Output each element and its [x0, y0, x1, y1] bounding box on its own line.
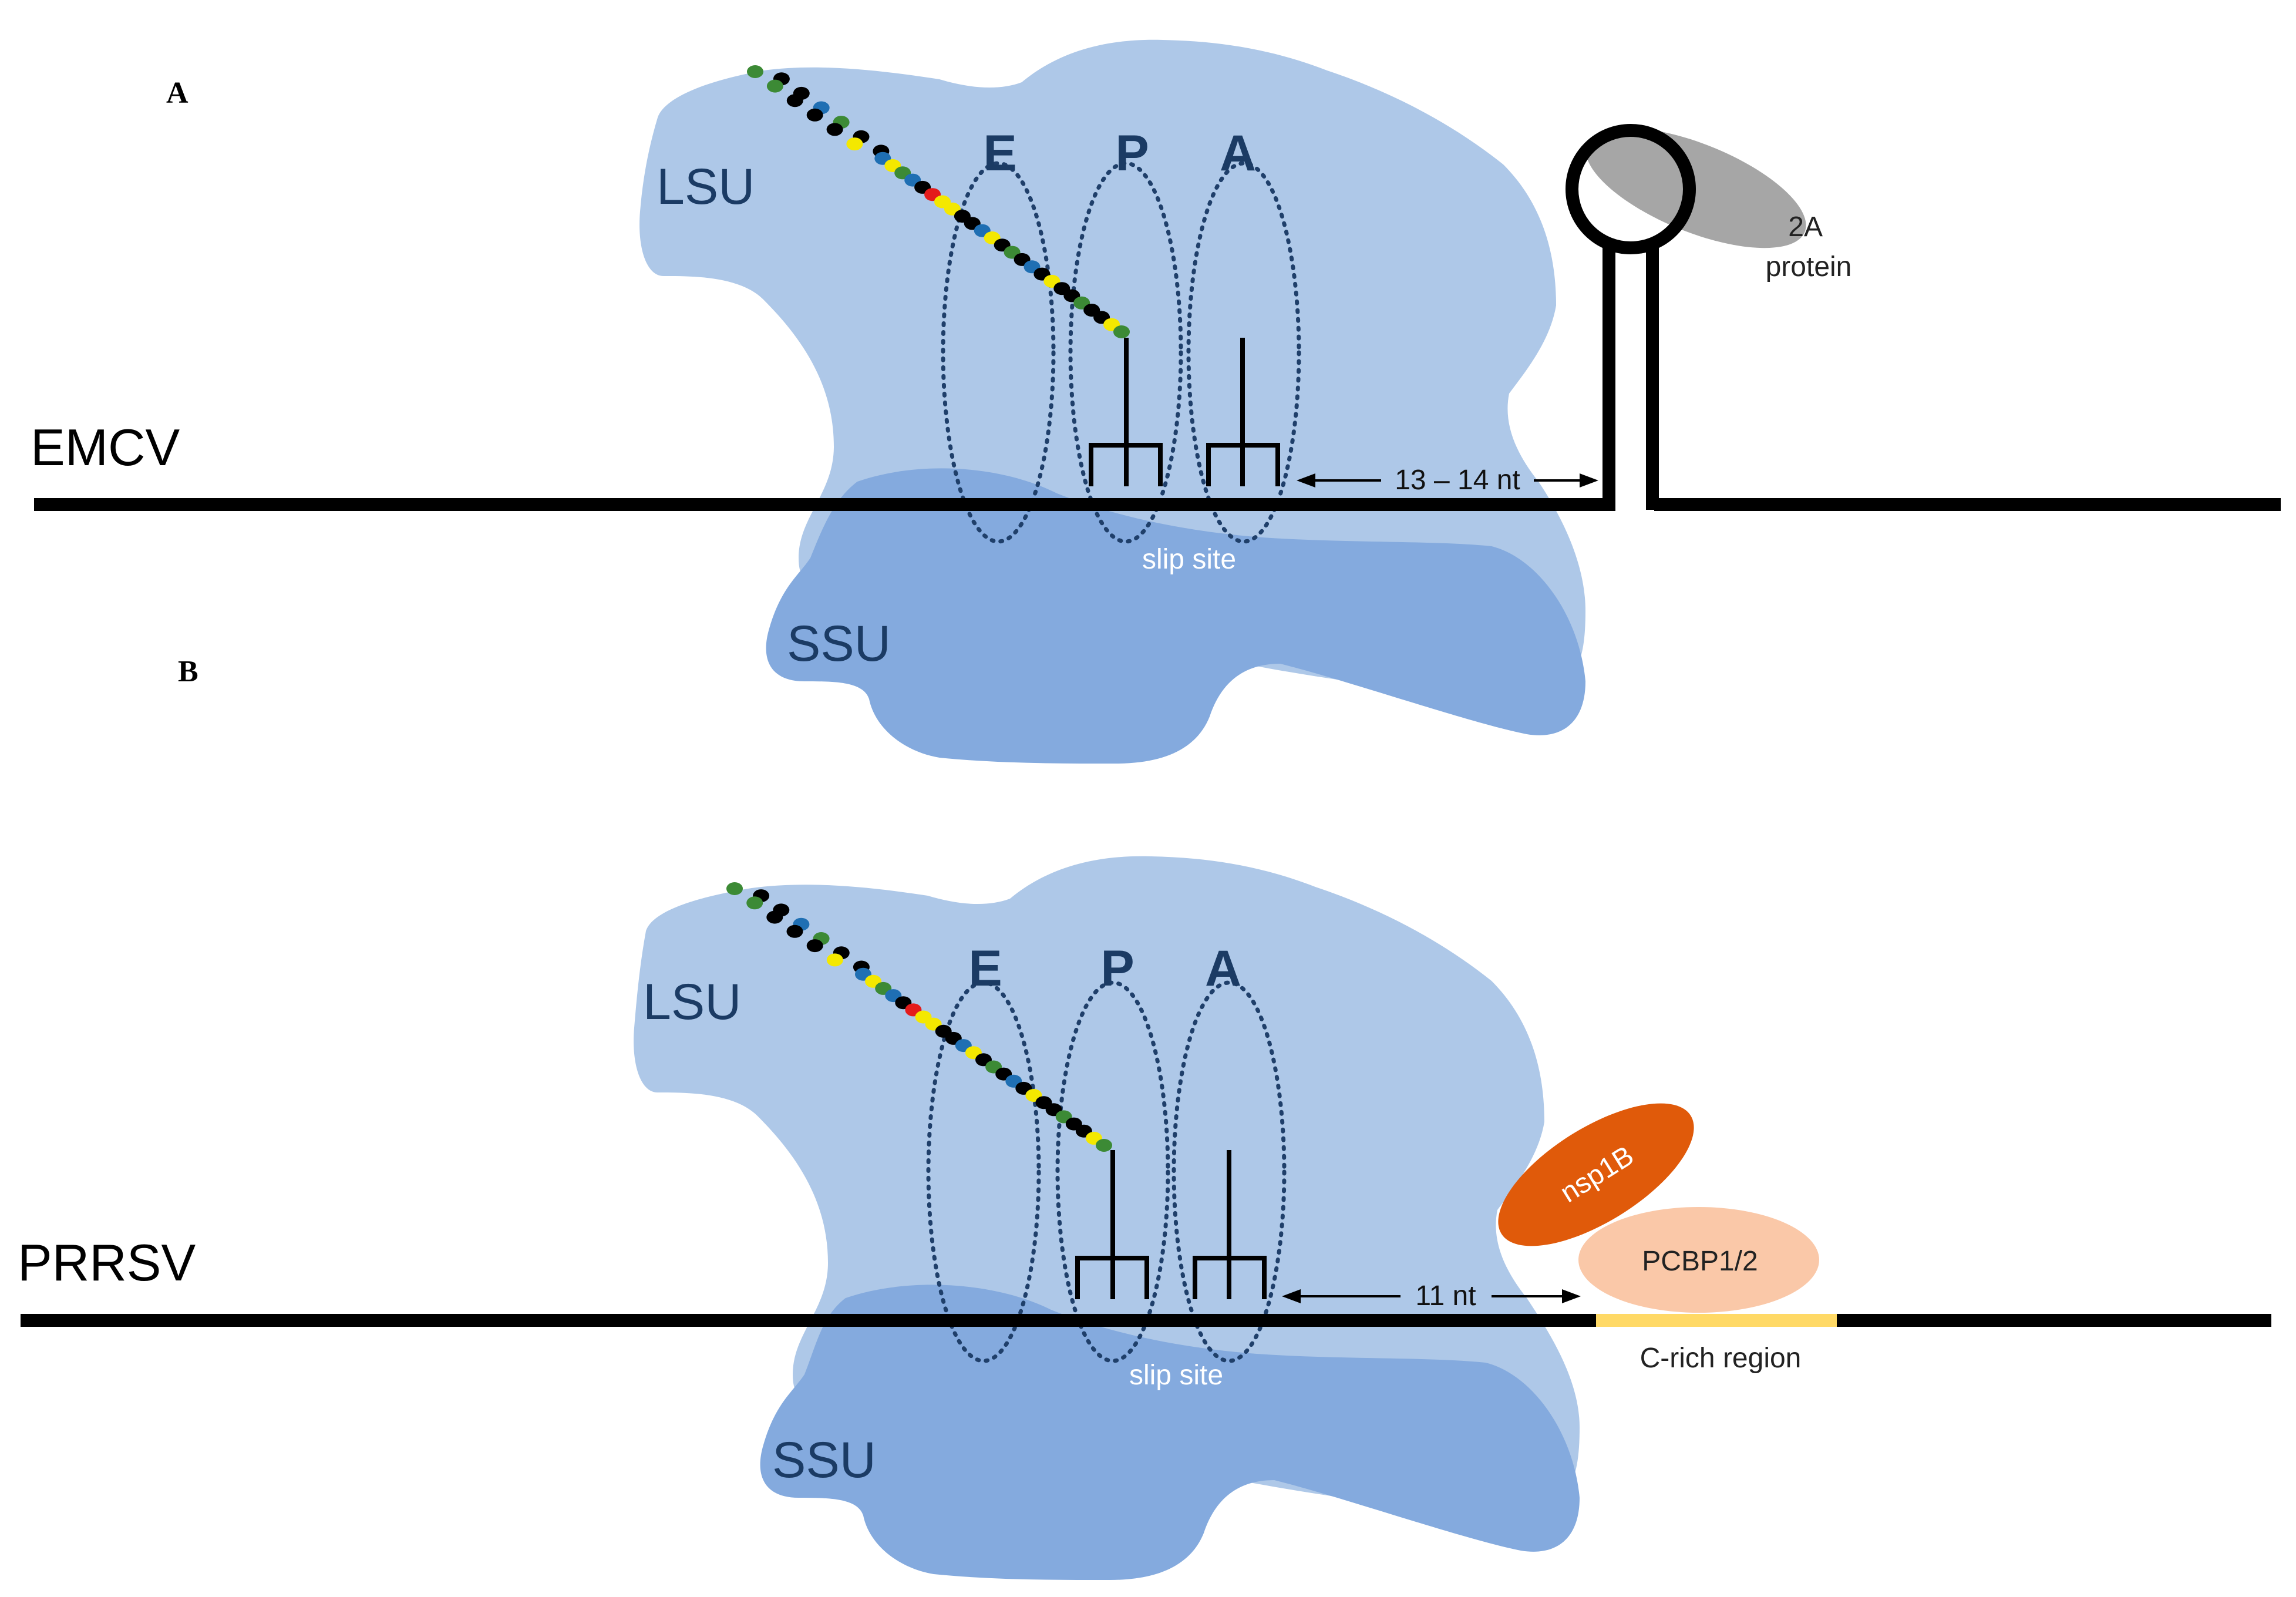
mrna-a [34, 498, 2281, 511]
stem-loop-a [1566, 124, 1696, 510]
a-site-a [1186, 161, 1301, 544]
virus-label-a: EMCV [31, 418, 180, 476]
spacer-arrow-a [1297, 473, 1598, 487]
peptide-bead [746, 896, 763, 910]
a-site-trna-a [1206, 338, 1280, 486]
a-site-trna-b [1193, 1150, 1267, 1299]
protein-2a-shape [1585, 127, 1806, 248]
p-site-label-b: P [1100, 940, 1134, 997]
peptide-bead [766, 910, 783, 924]
peptide-bead [1113, 325, 1130, 338]
p-site-b [1055, 980, 1170, 1363]
panel-a: A LSU SSU E P A 2A [31, 39, 2281, 764]
nsp1b-shape [1498, 1103, 1694, 1246]
lsu-label-a: LSU [657, 159, 755, 215]
lsu-label-b: LSU [643, 974, 741, 1030]
peptide-bead [786, 94, 803, 107]
pcbp-label: PCBP1/2 [1642, 1246, 1758, 1277]
panel-b: B LSU SSU E P A PCBP1/2 nsp1B [18, 655, 2271, 1580]
spacer-label-a: 13 – 14 nt [1395, 465, 1520, 496]
c-rich-region-bar [1596, 1314, 1837, 1327]
panel-a-label: A [166, 76, 188, 110]
slip-site-label-b: slip site [1129, 1360, 1223, 1391]
a-site-label-a: A [1220, 125, 1256, 181]
ssu-label-b: SSU [772, 1432, 876, 1488]
peptide-chain-a [747, 65, 1130, 338]
peptide-bead [1096, 1139, 1112, 1152]
pcbp-shape [1578, 1207, 1819, 1313]
protein-2a-label: 2A protein [1766, 211, 1852, 283]
peptide-bead [786, 924, 803, 938]
p-site-trna-a [1089, 338, 1163, 486]
peptide-bead [826, 953, 843, 967]
a-site-b [1171, 980, 1287, 1363]
e-site-label-b: E [968, 940, 1002, 997]
peptide-bead [766, 79, 783, 93]
e-site-a [941, 161, 1056, 544]
mrna-b [21, 1314, 2271, 1327]
peptide-bead [726, 882, 743, 895]
e-site-label-a: E [983, 125, 1016, 181]
virus-label-b: PRRSV [18, 1233, 196, 1292]
p-site-label-a: P [1115, 125, 1149, 181]
peptide-bead [826, 123, 843, 136]
peptide-bead [806, 939, 823, 953]
peptide-bead [846, 137, 863, 151]
panel-b-label: B [178, 655, 198, 688]
p-site-trna-b [1075, 1150, 1149, 1299]
spacer-label-b: 11 nt [1415, 1280, 1476, 1312]
ssu-shape-a [766, 468, 1585, 764]
ssu-shape-b [760, 1285, 1580, 1580]
slip-site-label-a: slip site [1142, 544, 1236, 575]
ssu-label-a: SSU [787, 616, 891, 672]
e-site-b [926, 980, 1041, 1363]
peptide-chain-b [726, 882, 1112, 1152]
c-rich-label: C-rich region [1640, 1343, 1802, 1374]
peptide-bead [747, 65, 763, 78]
peptide-bead [806, 108, 823, 122]
p-site-a [1068, 161, 1183, 544]
spacer-arrow-b [1282, 1289, 1581, 1303]
a-site-label-b: A [1205, 940, 1241, 997]
